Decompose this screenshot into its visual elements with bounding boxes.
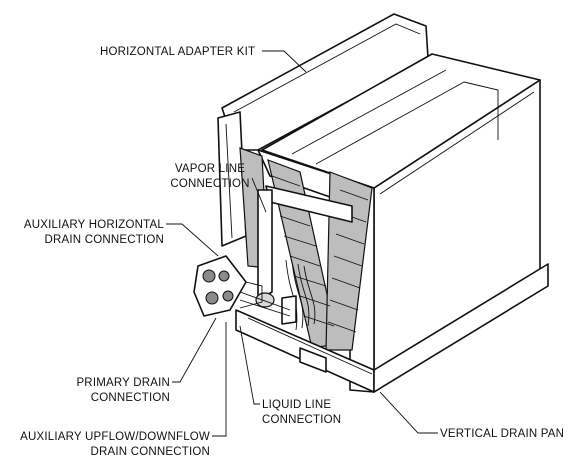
label-vertical-drain-pan: VERTICAL DRAIN PAN [440,428,564,440]
label-liquid-line-1: LIQUID LINE [262,399,331,411]
vapor-line-pipe [255,185,353,308]
drain-connection-fitting [193,255,263,317]
label-aux-horizontal-drain-1: AUXILIARY HORIZONTAL [24,219,165,231]
liquid-line-tubing [239,259,316,331]
label-aux-upflow-downflow-drain-1: AUXILIARY UPFLOW/DOWNFLOW [20,431,210,443]
label-primary-drain-2: CONNECTION [91,392,170,404]
callout-labels: HORIZONTAL ADAPTER KIT VAPOR LINE CONNEC… [20,46,564,458]
label-vapor-line-2: CONNECTION [170,178,249,190]
label-aux-upflow-downflow-drain-2: DRAIN CONNECTION [91,446,210,458]
leader-lines [166,50,438,437]
label-vapor-line-1: VAPOR LINE [175,163,245,175]
label-horizontal-adapter-kit: HORIZONTAL ADAPTER KIT [100,46,255,58]
label-aux-horizontal-drain-2: DRAIN CONNECTION [45,234,164,246]
label-primary-drain-1: PRIMARY DRAIN [76,377,170,389]
label-liquid-line-2: CONNECTION [262,414,341,426]
vertical-drain-pan [235,263,549,393]
